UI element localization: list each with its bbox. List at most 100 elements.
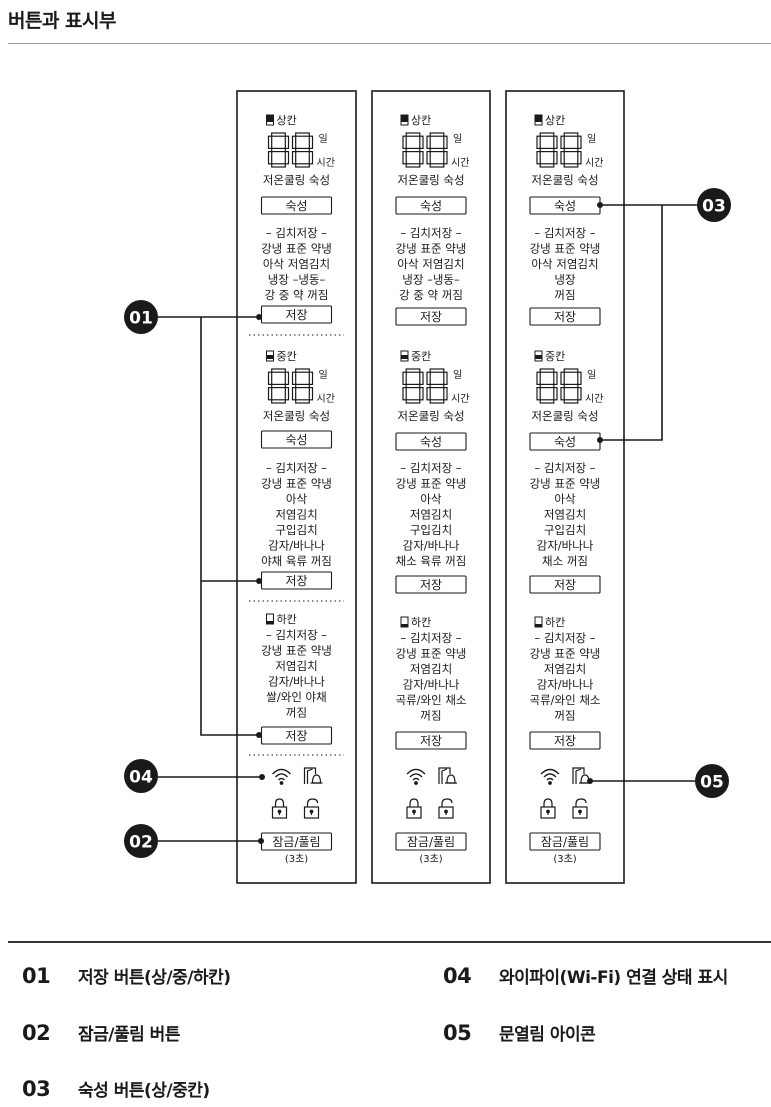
ripen-button-upper-frame <box>395 196 467 215</box>
option-line: 곡류/와인 채소 <box>529 693 600 707</box>
store-button-upper[interactable]: 저장 <box>529 307 601 326</box>
segment <box>405 147 421 153</box>
store-button-upper[interactable]: 저장 <box>395 307 467 326</box>
segment <box>536 151 541 165</box>
lock-button[interactable]: 잠금/풀림 <box>529 832 601 851</box>
segment <box>563 383 579 389</box>
store-button-lower[interactable]: 저장 <box>529 731 601 750</box>
door-leaf <box>306 768 313 784</box>
ripen-button-middle-frame <box>395 432 467 451</box>
lock-icon <box>271 798 288 819</box>
segment <box>284 387 290 401</box>
compartment-fill <box>266 115 274 122</box>
store-button-lower[interactable]: 저장 <box>395 731 467 750</box>
wifi-dot <box>548 781 552 785</box>
ripen-button-middle-frame <box>260 430 333 449</box>
segment <box>308 371 314 386</box>
wifi-arc <box>543 773 557 778</box>
segment <box>295 399 310 404</box>
ripen-button-middle[interactable]: 숙성 <box>260 430 333 449</box>
ripen-button-middle[interactable]: 숙성 <box>529 432 601 451</box>
option-line: – 김치저장 – <box>534 461 595 475</box>
segment <box>429 132 445 137</box>
option-line: 냉장 –냉동– <box>402 273 460 287</box>
ripen-button-upper-frame <box>260 196 333 215</box>
badge-circle <box>695 764 729 798</box>
store-button-lower-label: 저장 <box>420 734 442 748</box>
store-button-middle[interactable]: 저장 <box>395 575 467 594</box>
lock-button-label: 잠금/풀림 <box>272 835 320 849</box>
unit-day-label: 일 <box>587 133 596 145</box>
segment <box>426 151 431 165</box>
store-button-lower[interactable]: 저장 <box>260 726 333 745</box>
cooling-label: 저온쿨링 숙성 <box>263 173 330 187</box>
segment <box>577 151 582 165</box>
leader-endpoint <box>256 732 262 738</box>
title-divider <box>8 43 771 44</box>
segment <box>271 383 286 389</box>
compartment-fill <box>535 115 542 122</box>
option-line: 아삭 저염김치 <box>531 257 598 271</box>
wifi-arc <box>409 773 423 778</box>
option-line: – 김치저장 – <box>266 628 327 642</box>
lock-button-label: 잠금/풀림 <box>541 835 589 849</box>
keyhole <box>412 809 416 814</box>
ripen-button-upper[interactable]: 숙성 <box>260 196 333 215</box>
segment <box>577 135 582 149</box>
wifi-arc <box>278 777 285 781</box>
unit-day-label: 일 <box>319 369 328 381</box>
page-title: 버튼과 표시부 <box>8 10 117 32</box>
segment <box>271 132 286 137</box>
legend-text: 와이파이(Wi-Fi) 연결 상태 표시 <box>499 968 728 988</box>
keyhole <box>546 809 550 814</box>
segment <box>539 163 555 168</box>
ripen-button-upper[interactable]: 숙성 <box>529 196 601 215</box>
option-line: – 김치저장 – <box>266 461 327 475</box>
door-alarm-icon <box>438 767 457 784</box>
option-line: 감자/바나나 <box>268 539 325 553</box>
lock-icon <box>540 798 556 819</box>
lock-button[interactable]: 잠금/풀림 <box>260 832 333 851</box>
badge-circle <box>697 188 731 222</box>
segment <box>553 135 558 149</box>
lock-button[interactable]: 잠금/풀림 <box>395 832 467 851</box>
legend-number: 05 <box>443 1021 472 1045</box>
badge-number: 05 <box>700 773 724 793</box>
store-button-middle[interactable]: 저장 <box>260 571 333 590</box>
badge-number: 03 <box>702 197 726 217</box>
compartment-icon <box>534 616 543 628</box>
wifi-arc <box>406 768 426 775</box>
option-line: 채소 꺼짐 <box>542 554 588 568</box>
option-line: 아삭 저염김치 <box>397 257 464 271</box>
door-frame <box>572 767 585 784</box>
compartment-fill <box>535 355 542 359</box>
store-button-upper[interactable]: 저장 <box>260 305 333 324</box>
ripen-button-upper[interactable]: 숙성 <box>395 196 467 215</box>
segment <box>419 151 424 165</box>
ripen-button-middle[interactable]: 숙성 <box>395 432 467 451</box>
segment <box>443 135 448 149</box>
door-frame <box>438 767 451 784</box>
store-button-middle[interactable]: 저장 <box>529 575 601 594</box>
legend-text: 문열림 아이콘 <box>499 1025 596 1045</box>
unlock-icon <box>438 798 454 819</box>
segment <box>267 371 273 386</box>
unit-hour-label: 시간 <box>451 157 469 169</box>
option-line: 저염김치 <box>544 508 586 522</box>
cooling-label: 저온쿨링 숙성 <box>531 409 598 423</box>
legend-item-05: 05 문열림 아이콘 <box>443 1020 596 1045</box>
store-button-middle-label: 저장 <box>554 578 576 592</box>
segment <box>426 135 431 149</box>
unit-hour-label: 시간 <box>585 157 603 169</box>
option-line: 강 중 약 꺼짐 <box>265 288 329 302</box>
option-line: 아삭 <box>420 492 442 506</box>
compartment-fill <box>266 355 274 359</box>
option-line: 감자/바나나 <box>403 678 460 692</box>
segment <box>267 151 273 165</box>
compartment-title: 하칸 <box>411 615 431 629</box>
callout-badge-01: 01 <box>124 300 158 334</box>
segment <box>553 151 558 165</box>
segment <box>563 399 579 404</box>
